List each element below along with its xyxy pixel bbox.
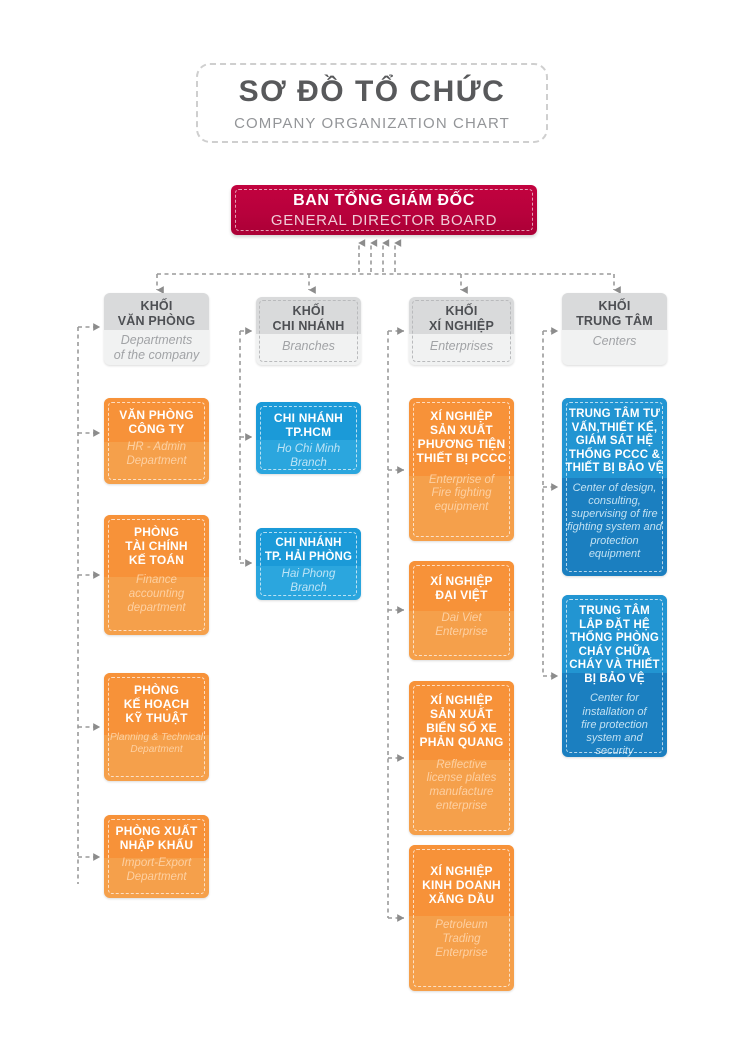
node-title-en: Departments of the company: [113, 332, 200, 362]
node-title-en: Center for installation of fire protecti…: [581, 692, 648, 757]
node-title-vi: CHI NHÁNH TP. HẢI PHÒNG: [264, 537, 353, 563]
node-planning-technical-department[interactable]: PHÒNG KẾ HOẠCH KỸ THUẬT Planning & Techn…: [104, 673, 209, 781]
node-title-vi: PHÒNG KẾ HOẠCH KỸ THUẬT: [123, 683, 190, 726]
node-hai-phong-branch[interactable]: CHI NHÁNH TP. HẢI PHÒNG Hai Phong Branch: [256, 528, 361, 600]
node-title-vi: XÍ NGHIỆP SẢN XUẤT BIỂN SỐ XE PHẢN QUANG: [419, 693, 504, 750]
node-fire-protection-installation-center[interactable]: TRUNG TÂM LẮP ĐẶT HỆ THỐNG PHÒNG CHÁY CH…: [562, 595, 667, 757]
node-cap: [409, 297, 514, 334]
node-petroleum-trading-enterprise[interactable]: XÍ NGHIỆP KINH DOANH XĂNG DẦU Petroleum …: [409, 845, 514, 991]
node-dai-viet-enterprise[interactable]: XÍ NGHIỆP ĐẠI VIỆT Dai Viet Enterprise: [409, 561, 514, 660]
node-title-en: Planning & Technical Department: [109, 732, 204, 756]
node-title-vi: KHỐI VĂN PHÒNG: [117, 299, 196, 328]
node-cap: [104, 398, 209, 442]
node-cap: [256, 402, 361, 440]
node-title-vi: XÍ NGHIỆP ĐẠI VIỆT: [430, 574, 493, 603]
node-cap: [409, 398, 514, 476]
category-office[interactable]: KHỐI VĂN PHÒNG Departments of the compan…: [104, 293, 209, 365]
category-enterprises[interactable]: KHỐI XÍ NGHIỆP Enterprises: [409, 297, 514, 365]
node-cap: [562, 595, 667, 673]
node-title-vi: XÍ NGHIỆP SẢN XUẤT PHƯƠNG TIỆN THIẾT BỊ …: [416, 409, 507, 466]
node-cap: [104, 673, 209, 735]
node-title-en: Import-Export Department: [121, 857, 192, 884]
node-title-en: Centers: [592, 333, 637, 348]
category-centers[interactable]: KHỐI TRUNG TÂM Centers: [562, 293, 667, 365]
node-fire-fighting-equipment-enterprise[interactable]: XÍ NGHIỆP SẢN XUẤT PHƯƠNG TIỆN THIẾT BỊ …: [409, 398, 514, 541]
node-cap: [104, 293, 209, 330]
node-title-en: Hai Phong Branch: [281, 568, 336, 594]
node-hr-admin-department[interactable]: VĂN PHÒNG CÔNG TY HR - Admin Department: [104, 398, 209, 484]
node-general-director-board[interactable]: BAN TỔNG GIÁM ĐỐC GENERAL DIRECTOR BOARD: [231, 185, 537, 235]
node-cap: [256, 297, 361, 334]
node-cap: [562, 293, 667, 330]
node-title-en: GENERAL DIRECTOR BOARD: [270, 211, 498, 229]
node-ho-chi-minh-branch[interactable]: CHI NHÁNH TP.HCM Ho Chi Minh Branch: [256, 402, 361, 474]
node-title-vi: XÍ NGHIỆP KINH DOANH XĂNG DẦU: [422, 864, 501, 907]
node-title-en: Branches: [282, 338, 335, 353]
node-title-vi: KHỐI TRUNG TÂM: [576, 299, 653, 328]
chart-title-box: SƠ ĐỒ TỔ CHỨC COMPANY ORGANIZATION CHART: [196, 63, 548, 143]
node-title-vi: KHỐI CHI NHÁNH: [272, 304, 345, 333]
category-branches[interactable]: KHỐI CHI NHÁNH Branches: [256, 297, 361, 365]
node-title-vi: BAN TỔNG GIÁM ĐỐC: [293, 191, 475, 209]
node-cap: [104, 515, 209, 577]
node-title-en: Dai Viet Enterprise: [435, 612, 488, 639]
page-subtitle: COMPANY ORGANIZATION CHART: [234, 114, 510, 132]
node-title-vi: PHÒNG TÀI CHÍNH KẾ TOÁN: [125, 525, 188, 568]
node-title-en: Reflective license plates manufacture en…: [426, 758, 497, 813]
node-title-en: Ho Chi Minh Branch: [276, 443, 341, 470]
node-title-en: Center of design, consulting, supervisin…: [567, 481, 662, 560]
node-reflective-license-plates-enterprise[interactable]: XÍ NGHIỆP SẢN XUẤT BIỂN SỐ XE PHẢN QUANG…: [409, 681, 514, 835]
node-cap: [409, 845, 514, 916]
node-title-en: Enterprise of Fire fighting equipment: [428, 473, 495, 514]
node-cap: [562, 398, 667, 478]
node-title-en: HR - Admin Department: [126, 441, 187, 468]
node-title-vi: TRUNG TÂM TƯ VẤN,THIẾT KẾ, GIÁM SÁT HỆ T…: [565, 408, 664, 475]
node-cap: [256, 528, 361, 566]
node-title-vi: PHÒNG XUẤT NHẬP KHẨU: [115, 824, 198, 853]
node-design-consulting-supervising-center[interactable]: TRUNG TÂM TƯ VẤN,THIẾT KẾ, GIÁM SÁT HỆ T…: [562, 398, 667, 576]
node-title-en: Petroleum Trading Enterprise: [435, 919, 488, 960]
node-title-vi: VĂN PHÒNG CÔNG TY: [119, 408, 194, 437]
page-title: SƠ ĐỒ TỔ CHỨC: [238, 74, 506, 108]
node-finance-accounting-department[interactable]: PHÒNG TÀI CHÍNH KẾ TOÁN Finance accounti…: [104, 515, 209, 635]
node-cap: [409, 681, 514, 760]
node-title-vi: CHI NHÁNH TP.HCM: [273, 411, 344, 440]
node-title-en: Finance accounting department: [127, 574, 186, 615]
node-import-export-department[interactable]: PHÒNG XUẤT NHẬP KHẨU Import-Export Depar…: [104, 815, 209, 898]
node-title-en: Enterprises: [429, 338, 494, 353]
node-cap: [104, 815, 209, 858]
node-title-vi: TRUNG TÂM LẮP ĐẶT HỆ THỐNG PHÒNG CHÁY CH…: [569, 605, 660, 685]
node-title-vi: KHỐI XÍ NGHIỆP: [428, 304, 494, 333]
node-cap: [409, 561, 514, 611]
